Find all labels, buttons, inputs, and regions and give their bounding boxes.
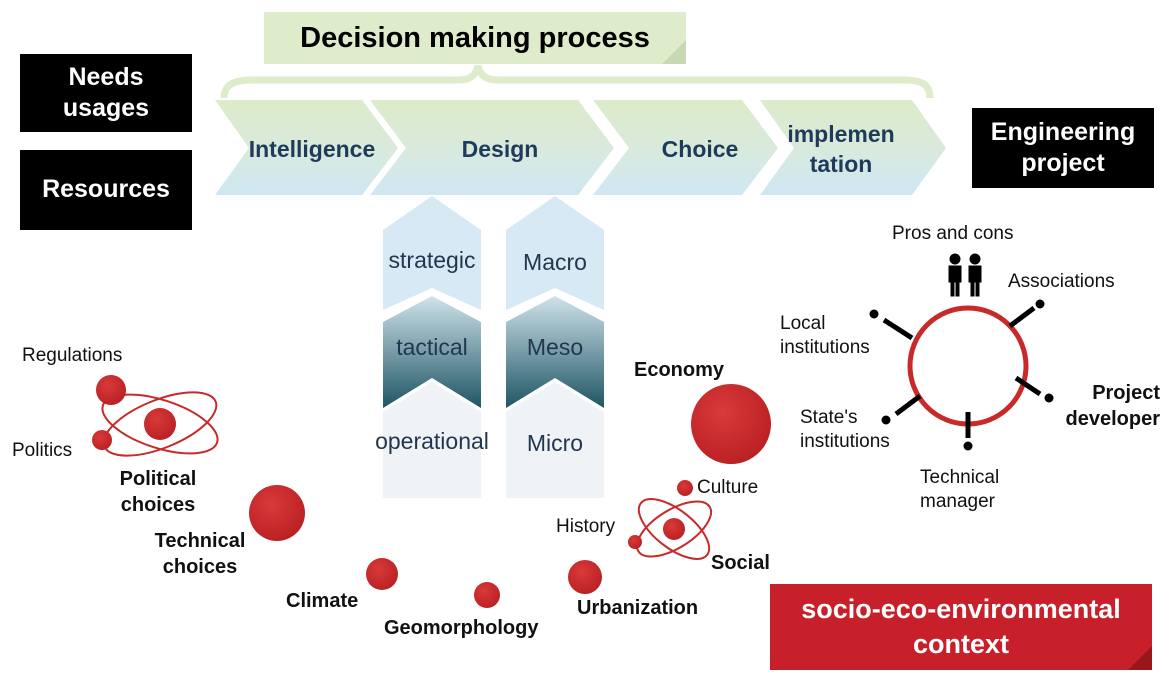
label-history: History [556, 516, 616, 537]
people-icon [948, 253, 982, 297]
arrow-local-institutions-icon [882, 317, 914, 341]
engineering-project-label: Engineering project [990, 117, 1136, 177]
needs-usages-box: Needs usages [20, 54, 192, 132]
climate-ball [366, 558, 398, 590]
level-tactical: tactical [396, 334, 468, 360]
chevron-intelligence [215, 100, 398, 195]
culture-dot [677, 480, 693, 496]
label-political-choices: Political choices [108, 466, 208, 518]
stakeholder-state-institutions: State's institutions [800, 406, 920, 454]
stakeholder-associations: Associations [1008, 271, 1115, 292]
engineering-project-box: Engineering project [972, 108, 1154, 188]
label-regulations: Regulations [22, 345, 123, 366]
technical-choices-text: Technical choices [154, 530, 246, 578]
arrow-associations-icon [1008, 306, 1036, 328]
technical-manager-label: Technical manager [920, 467, 1000, 512]
stage-implementation: implemen tation [787, 121, 895, 177]
stakeholder-technical-manager: Technical manager [920, 466, 1030, 514]
label-geomorphology: Geomorphology [384, 617, 539, 639]
resources-label: Resources [42, 175, 170, 204]
context-label: socio-eco-environmental context [770, 592, 1152, 664]
needs-usages-label: Needs usages [62, 62, 150, 122]
label-culture: Culture [697, 477, 759, 498]
political-choices-text: Political choices [119, 468, 197, 516]
page-title: Decision making process [300, 22, 650, 54]
title-banner [264, 12, 686, 64]
level-micro: Micro [526, 430, 584, 456]
stage-intelligence: Intelligence [248, 136, 376, 162]
label-technical-choices: Technical choices [140, 528, 260, 580]
stakeholder-project-developer: Project developer [1040, 380, 1160, 432]
level-macro: Macro [523, 249, 587, 275]
levels-left-column [383, 196, 481, 498]
regulations-dot [96, 375, 126, 405]
stakeholder-pros-cons: Pros and cons [892, 223, 1014, 244]
context-box [770, 584, 1152, 670]
arrow-project-developer-icon [1014, 375, 1042, 397]
local-institutions-label: Local institutions [780, 313, 870, 358]
label-climate: Climate [286, 590, 359, 612]
level-strategic: strategic [388, 247, 476, 273]
label-urbanization: Urbanization [577, 597, 699, 619]
level-meso: Meso [526, 334, 584, 360]
level-operational: operational [375, 428, 489, 454]
geomorphology-ball [474, 582, 500, 608]
stakeholder-ring [907, 305, 1029, 427]
project-developer-label: Project developer [1065, 382, 1160, 430]
urbanization-ball [568, 560, 602, 594]
political-nucleus [144, 408, 176, 440]
chevron-design [370, 100, 614, 195]
stage-choice: Choice [661, 136, 739, 162]
label-economy: Economy [634, 359, 725, 381]
context-text: socio-eco-environmental context [801, 594, 1121, 660]
chevron-choice [593, 100, 778, 195]
stakeholder-arrows [869, 253, 1054, 451]
stakeholder-local-institutions: Local institutions [780, 312, 910, 360]
label-politics: Politics [12, 440, 73, 461]
resources-box: Resources [20, 150, 192, 230]
social-nucleus [663, 518, 685, 540]
politics-dot [92, 430, 112, 450]
history-dot [628, 535, 642, 549]
stage-design: Design [461, 136, 539, 162]
state-institutions-label: State's institutions [800, 407, 890, 452]
social-atom [635, 498, 713, 560]
brace [220, 65, 934, 99]
technical-choices-ball [249, 485, 305, 541]
chevron-implementation [760, 100, 946, 195]
label-social: Social [711, 552, 770, 574]
levels-right-column [506, 196, 604, 498]
economy-ball [691, 384, 771, 464]
arrow-state-institutions-icon [894, 394, 922, 416]
